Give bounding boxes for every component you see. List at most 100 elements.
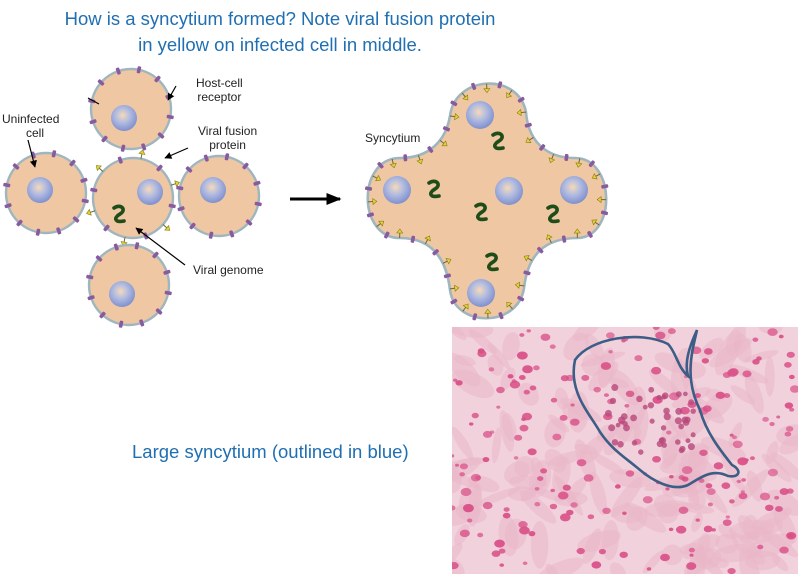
syncytium-nucleus — [656, 394, 662, 401]
cell-membrane — [91, 156, 175, 240]
stained-cell — [730, 385, 756, 405]
stained-nucleus — [678, 475, 685, 480]
stained-nucleus — [523, 389, 531, 395]
stained-cell — [659, 450, 706, 475]
stained-nucleus — [738, 492, 748, 500]
stained-cell — [703, 392, 733, 419]
host-cell-receptor — [427, 146, 434, 153]
host-cell-receptor — [410, 235, 416, 243]
stained-cell — [745, 550, 781, 571]
stained-nucleus — [729, 499, 735, 504]
host-cell-receptor — [442, 126, 451, 132]
stained-nucleus — [488, 367, 495, 372]
syncytium-nucleus — [617, 441, 624, 448]
stained-nucleus — [731, 435, 737, 440]
host-cell-receptor — [152, 251, 159, 259]
stained-nucleus — [727, 368, 738, 377]
stained-nucleus — [702, 405, 712, 412]
syncytium-nucleus — [663, 413, 671, 421]
viral-fusion-protein — [575, 158, 583, 168]
host-cell-receptor — [103, 224, 110, 232]
stained-nucleus — [540, 333, 551, 341]
syncytium-nucleus — [630, 414, 638, 422]
stained-cell — [452, 542, 463, 566]
nucleus — [200, 177, 226, 203]
viral-fusion-protein — [396, 228, 404, 239]
nucleus — [109, 281, 135, 307]
host-cell-receptor — [141, 143, 147, 151]
host-cell-receptor — [134, 242, 140, 250]
syncytium-nucleus — [604, 409, 612, 417]
host-cell-receptor — [450, 100, 458, 107]
viral-fusion-protein — [573, 228, 581, 239]
host-cell-receptor — [118, 320, 124, 328]
viral-fusion-protein — [449, 113, 460, 121]
stained-cell — [502, 332, 520, 361]
viral-fusion-protein — [591, 173, 601, 180]
stained-cell — [725, 327, 746, 356]
syncytium-nucleus — [679, 445, 686, 453]
stained-nucleus — [533, 365, 540, 371]
stained-nucleus — [699, 449, 708, 456]
stained-nucleus — [518, 521, 528, 529]
stained-nucleus — [707, 502, 714, 507]
stained-nucleus — [559, 414, 568, 421]
stained-nucleus — [660, 553, 670, 562]
stained-nucleus — [681, 466, 693, 475]
host-cell-receptor — [154, 75, 161, 83]
host-cell-receptor — [97, 79, 105, 86]
stained-nucleus — [655, 331, 666, 340]
stained-nucleus — [786, 488, 794, 494]
stained-nucleus — [566, 509, 574, 516]
stained-nucleus — [784, 431, 792, 437]
host-cell-receptor — [80, 177, 88, 183]
stained-nucleus — [562, 484, 571, 491]
stained-nucleus — [713, 462, 724, 470]
stained-nucleus — [727, 568, 736, 574]
stained-nucleus — [494, 539, 505, 548]
stained-nucleus — [471, 412, 479, 419]
viral-fusion-protein — [523, 255, 533, 262]
stained-cell — [701, 436, 746, 461]
viral-fusion-protein — [424, 235, 431, 245]
host-cell-receptor — [224, 153, 230, 161]
stained-cell — [530, 486, 564, 502]
stained-cell — [682, 534, 720, 560]
host-cell-receptor — [517, 96, 525, 103]
stained-nucleus — [762, 416, 769, 422]
stained-nucleus — [779, 488, 789, 495]
stained-nucleus — [703, 525, 713, 533]
stained-cell — [589, 451, 625, 475]
stained-nucleus — [570, 418, 580, 426]
stained-nucleus — [452, 505, 456, 511]
nucleus — [383, 176, 411, 204]
stained-nucleus — [519, 424, 529, 432]
stained-nucleus — [522, 365, 533, 374]
stained-nucleus — [608, 350, 613, 354]
stained-cell — [653, 494, 679, 517]
host-cell-receptor — [168, 203, 176, 209]
stained-nucleus — [698, 478, 705, 483]
stained-nucleus — [737, 457, 748, 466]
stained-nucleus — [550, 488, 555, 493]
host-cell-receptor — [117, 156, 123, 164]
host-cell-receptor — [471, 82, 477, 90]
host-cell-receptor — [561, 235, 567, 243]
stained-nucleus — [729, 433, 734, 437]
stained-nucleus — [455, 463, 460, 467]
host-cell-receptor — [377, 161, 384, 169]
uninfected-cell — [176, 153, 262, 239]
stained-cell — [491, 427, 502, 464]
viral-fusion-protein — [514, 281, 525, 289]
host-cell-receptor — [115, 67, 121, 75]
stained-cell — [633, 407, 649, 447]
host-cell-receptor — [524, 122, 532, 128]
stained-nucleus — [767, 328, 778, 336]
stained-nucleus — [622, 511, 627, 516]
stained-nucleus — [788, 374, 795, 380]
uninfected-cell — [88, 66, 174, 152]
stained-cell — [744, 373, 764, 414]
stained-nucleus — [514, 434, 523, 441]
viral-fusion-protein — [548, 154, 556, 164]
stained-nucleus — [460, 487, 472, 497]
